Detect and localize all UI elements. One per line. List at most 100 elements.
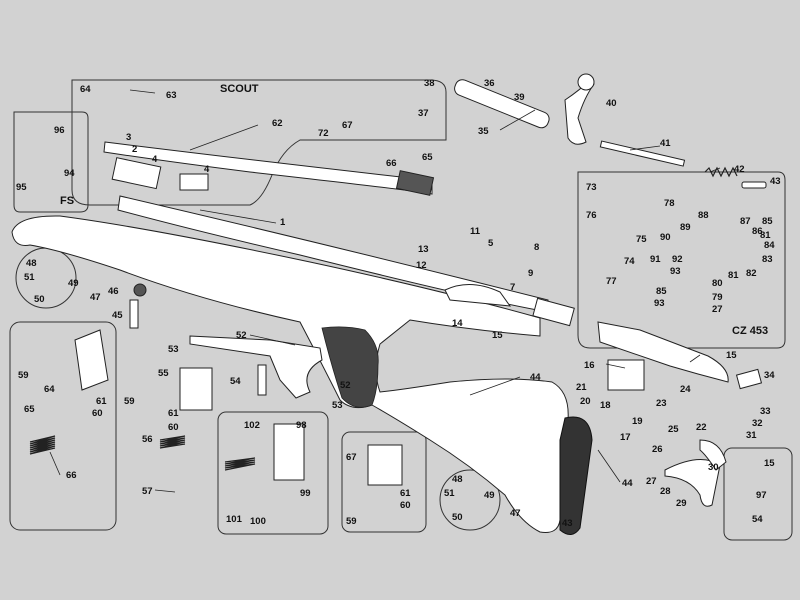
callout-63-left: 61 — [96, 396, 107, 407]
receiver — [597, 321, 729, 383]
callout-35: 35 — [478, 126, 489, 137]
buttplate — [559, 416, 593, 535]
callout-15-top: 15 — [726, 350, 737, 361]
callout-103: 96 — [54, 125, 65, 136]
callout-61-left: 59 — [18, 370, 29, 381]
callout-88: 82 — [746, 268, 757, 279]
leader-55 — [249, 334, 296, 346]
screw-57 — [257, 364, 267, 396]
callout-66: 66 — [66, 470, 77, 481]
callout-93: 87 — [740, 216, 751, 227]
sling-swivel-group-right — [439, 469, 501, 531]
callout-107: 100 — [250, 516, 266, 527]
callout-63-right: 61 — [400, 488, 411, 499]
callout-24: 24 — [680, 384, 691, 395]
callout-101: 94 — [64, 168, 75, 179]
callout-36: 36 — [484, 78, 495, 89]
callout-57: 54 — [230, 376, 241, 387]
callout-61-mid: 59 — [124, 396, 135, 407]
callout-1: 1 — [280, 217, 286, 228]
callout-62-mid: 60 — [168, 422, 179, 433]
callout-27: 27 — [646, 476, 657, 487]
callout-55: 52 — [236, 330, 247, 341]
callout-54: 52 — [340, 380, 351, 391]
leader-60 — [154, 489, 176, 493]
cocking-piece — [741, 181, 767, 189]
callout-61-right: 59 — [346, 516, 357, 527]
callout-9: 9 — [528, 268, 533, 279]
callout-99: 93 — [670, 266, 681, 277]
leader-35 — [499, 109, 536, 131]
magazine-housing — [607, 359, 645, 391]
callout-82: 76 — [586, 210, 597, 221]
callout-102: 95 — [16, 182, 27, 193]
callout-91-bottom: 85 — [656, 286, 667, 297]
callout-62-right: 60 — [400, 500, 411, 511]
callout-45: 43 — [562, 518, 573, 529]
callout-75: 65 — [422, 152, 433, 163]
callout-41: 41 — [660, 138, 671, 149]
magazine-group-frame-right — [341, 431, 427, 533]
callout-81: 75 — [636, 234, 647, 245]
leader-73 — [129, 89, 156, 94]
bolt-knob — [577, 73, 595, 91]
callout-19: 19 — [632, 416, 643, 427]
callout-96: 90 — [660, 232, 671, 243]
callout-98: 92 — [672, 254, 683, 265]
callout-109: 102 — [244, 420, 260, 431]
magazine-spring-60 — [159, 435, 186, 449]
callout-97: 91 — [650, 254, 661, 265]
callout-12: 13 — [418, 244, 429, 255]
callout-51-left: 49 — [68, 278, 79, 289]
callout-22: 22 — [696, 422, 707, 433]
callout-13: 14 — [452, 318, 463, 329]
callout-85: 79 — [712, 292, 723, 303]
callout-108: 101 — [226, 514, 243, 525]
callout-21: 21 — [576, 382, 587, 393]
leader-41 — [629, 145, 661, 151]
callout-4: 4 — [204, 164, 210, 175]
callout-84: 78 — [664, 198, 675, 209]
magazine-67 — [367, 444, 403, 486]
callout-47: 45 — [112, 310, 123, 321]
callout-59: 56 — [142, 434, 153, 445]
callout-51-right: 49 — [484, 490, 495, 501]
callout-5: 4 — [152, 154, 158, 165]
leader-1 — [199, 209, 277, 224]
callout-83: 77 — [606, 276, 617, 287]
callout-62-left: 60 — [92, 408, 103, 419]
callout-58: 55 — [158, 368, 169, 379]
callout-52-left: 50 — [34, 294, 45, 305]
callout-6: 5 — [488, 238, 494, 249]
callout-29: 29 — [676, 498, 687, 509]
magazine-spring-66 — [29, 435, 56, 455]
barrel-muzzle — [532, 297, 575, 327]
cz453-group-frame — [577, 171, 786, 349]
callout-74: 64 — [80, 84, 91, 95]
callout-65: 65 — [24, 404, 35, 415]
bolt-handle — [564, 79, 595, 145]
sear-26 — [699, 439, 727, 471]
fs-group-frame — [13, 111, 89, 213]
callout-100: 93 — [654, 298, 665, 309]
callout-90: 84 — [764, 240, 775, 251]
callout-63-mid: 61 — [168, 408, 179, 419]
part-4 — [179, 173, 209, 191]
magazine-group-frame-left — [9, 321, 117, 531]
callout-60: 57 — [142, 486, 153, 497]
callout-11: 12 — [416, 260, 427, 271]
callout-40: 40 — [606, 98, 617, 109]
magazine-58 — [179, 367, 213, 411]
screw-47 — [129, 299, 139, 329]
callout-15-bottom: 15 — [764, 458, 775, 469]
callout-25: 25 — [668, 424, 679, 435]
callout-49-right: 47 — [510, 508, 521, 519]
callout-91: 85 — [762, 216, 773, 227]
leader-15 — [689, 354, 701, 363]
leader-72 — [189, 124, 259, 151]
callout-31: 31 — [746, 430, 757, 441]
leader-66 — [49, 451, 61, 476]
callout-64: 64 — [44, 384, 55, 395]
callout-50-right: 48 — [452, 474, 463, 485]
